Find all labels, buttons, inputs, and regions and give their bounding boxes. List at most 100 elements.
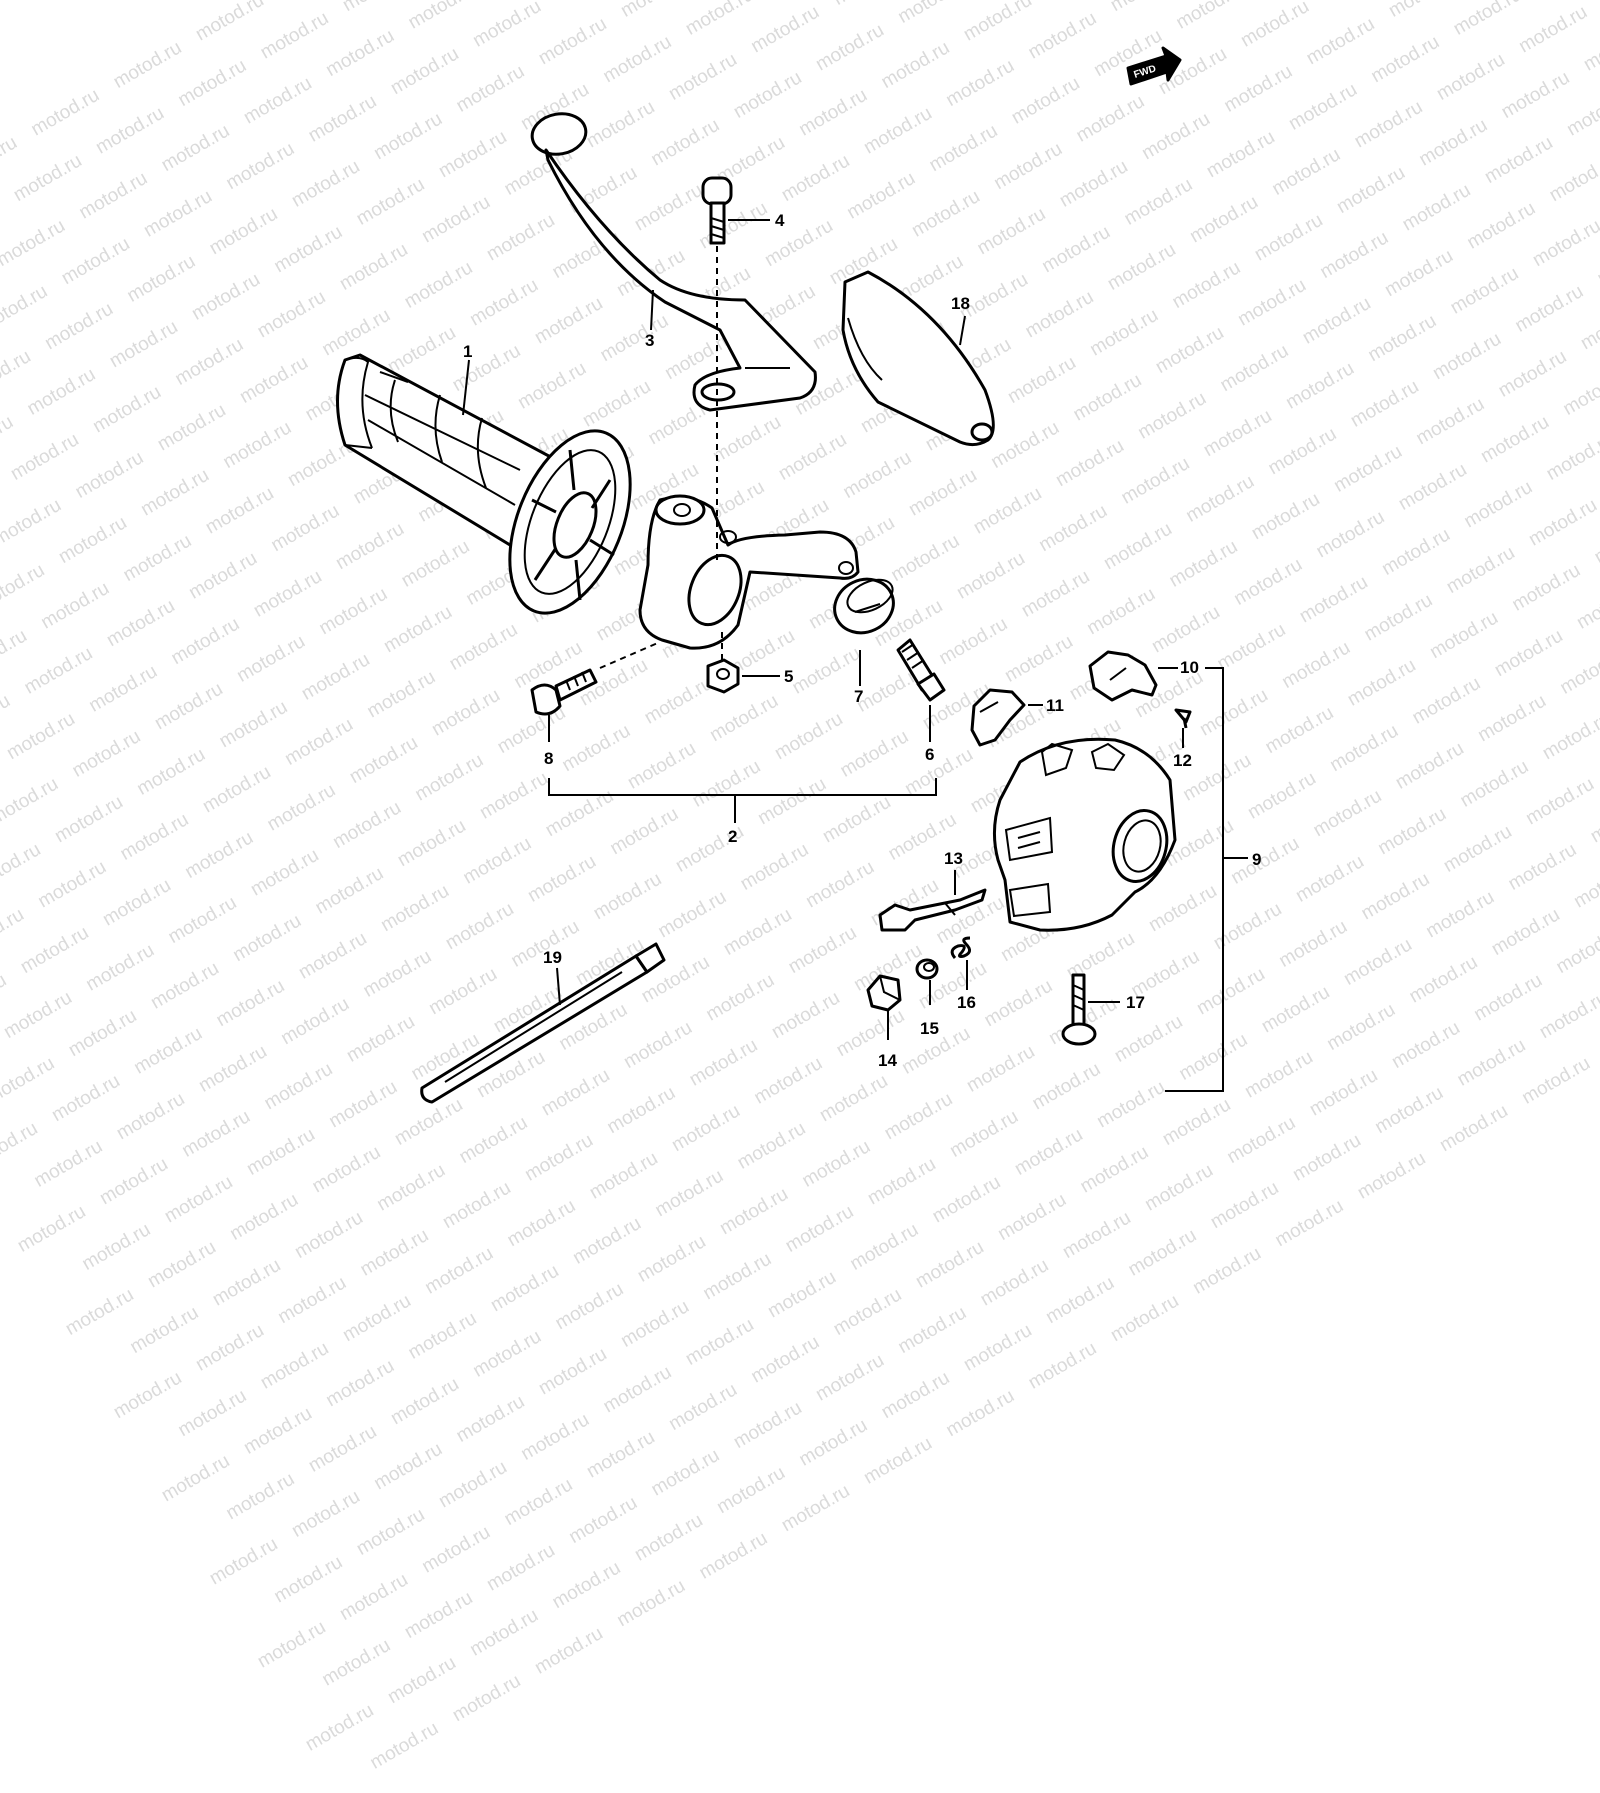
watermark-text: motod.ru bbox=[665, 1379, 741, 1435]
callout-12: 12 bbox=[1173, 751, 1192, 770]
callout-11: 11 bbox=[1046, 696, 1064, 715]
watermark-text: motod.ru bbox=[339, 1290, 415, 1347]
callout-6: 6 bbox=[925, 745, 935, 764]
watermark-text: motod.ru bbox=[942, 1385, 1019, 1442]
watermark-text: motod.ru bbox=[551, 1278, 628, 1335]
watermark-text: motod.ru bbox=[613, 1575, 689, 1632]
watermark-text: motod.ru bbox=[205, 1533, 282, 1590]
watermark-text: motod.ru bbox=[126, 1302, 203, 1358]
watermark-text: motod.ru bbox=[535, 1343, 611, 1400]
watermark-text: motod.ru bbox=[960, 1319, 1036, 1376]
watermark-text: motod.ru bbox=[487, 1260, 563, 1317]
watermark-text: motod.ru bbox=[301, 1699, 378, 1756]
watermark-text: motod.ru bbox=[569, 1212, 645, 1269]
adjuster-bolt-part bbox=[896, 638, 946, 702]
callout-4: 4 bbox=[775, 211, 785, 230]
watermark-text: motod.ru bbox=[531, 1622, 607, 1679]
watermark-text: motod.ru bbox=[565, 1492, 641, 1549]
watermark-text: motod.ru bbox=[253, 1616, 330, 1673]
watermark-text: motod.ru bbox=[469, 1326, 545, 1382]
switch-knob-10-part bbox=[1088, 650, 1158, 702]
watermark-text: motod.ru bbox=[1024, 1337, 1101, 1394]
spring-part bbox=[950, 936, 971, 959]
callout-8: 8 bbox=[544, 749, 554, 768]
watermark-text: motod.ru bbox=[583, 1426, 659, 1483]
contact-spring-part bbox=[878, 888, 987, 932]
watermark-text: motod.ru bbox=[304, 1421, 381, 1477]
callout-16: 16 bbox=[957, 993, 976, 1012]
callout-9: 9 bbox=[1252, 850, 1262, 869]
watermark-text: motod.ru bbox=[877, 1367, 954, 1424]
lever-holder-part bbox=[638, 494, 860, 650]
watermark-text: motod.ru bbox=[144, 1236, 220, 1293]
watermark-text: motod.ru bbox=[387, 1373, 463, 1430]
watermark-text: motod.ru bbox=[370, 1438, 446, 1495]
watermark-text: motod.ru bbox=[483, 1539, 559, 1596]
watermark-text: motod.ru bbox=[78, 1219, 155, 1275]
watermark-text: motod.ru bbox=[322, 1355, 398, 1412]
callout-19: 19 bbox=[543, 948, 562, 967]
lever-cover-part bbox=[841, 270, 995, 447]
watermark-text: motod.ru bbox=[256, 1337, 333, 1394]
screw-12-part bbox=[1174, 708, 1192, 729]
watermark-text: motod.ru bbox=[500, 1474, 577, 1530]
watermark-text: motod.ru bbox=[695, 1527, 772, 1584]
callout-1: 1 bbox=[463, 342, 473, 361]
watermark-text: motod.ru bbox=[400, 1587, 477, 1644]
watermark-text: motod.ru bbox=[829, 1284, 906, 1340]
watermark-text: motod.ru bbox=[288, 1486, 364, 1542]
watermark-text: motod.ru bbox=[548, 1557, 625, 1614]
switch-piece-part bbox=[866, 974, 902, 1012]
watermark-text: motod.ru bbox=[795, 1414, 872, 1471]
watermark-text: motod.ru bbox=[730, 1397, 806, 1454]
watermark-text: motod.ru bbox=[912, 1236, 988, 1293]
callout-7: 7 bbox=[854, 687, 864, 706]
nut-part bbox=[706, 658, 740, 694]
callout-5: 5 bbox=[784, 667, 794, 686]
watermark-text: motod.ru bbox=[647, 1444, 724, 1501]
watermark-text: motod.ru bbox=[109, 1367, 186, 1424]
watermark-text: motod.ru bbox=[634, 1231, 710, 1287]
leader-lines bbox=[462, 219, 1248, 1092]
pivot-bolt-part bbox=[701, 176, 733, 245]
diagram-drawing: FWD bbox=[336, 46, 1248, 1104]
watermark-text: motod.ru bbox=[812, 1349, 888, 1406]
watermark-text: motod.ru bbox=[157, 1450, 234, 1507]
watermark-text: motod.ru bbox=[747, 1331, 824, 1388]
watermark-text: motod.ru bbox=[713, 1462, 789, 1519]
watermark-text: motod.ru bbox=[778, 1480, 854, 1537]
watermark-text: motod.ru bbox=[435, 1456, 511, 1513]
watermark-text: motod.ru bbox=[781, 1201, 858, 1257]
watermark-text: motod.ru bbox=[466, 1604, 542, 1661]
callout-15: 15 bbox=[920, 1019, 939, 1038]
cable-band-part bbox=[420, 942, 666, 1104]
watermark-text: motod.ru bbox=[240, 1402, 316, 1459]
watermark-text: motod.ru bbox=[61, 1284, 138, 1340]
watermark-text: motod.ru bbox=[894, 1302, 971, 1359]
callout-3: 3 bbox=[645, 331, 655, 350]
grip-part bbox=[336, 353, 632, 615]
watermark-text: motod.ru bbox=[764, 1266, 840, 1323]
watermark-text: motod.ru bbox=[13, 1201, 90, 1257]
watermark-text: motod.ru bbox=[1124, 1224, 1201, 1281]
watermark-text: motod.ru bbox=[384, 1652, 460, 1709]
watermark-text: motod.ru bbox=[366, 1717, 443, 1774]
watermark-text: motod.ru bbox=[418, 1521, 494, 1578]
watermark-text: motod.ru bbox=[1059, 1207, 1135, 1264]
watermark-text: motod.ru bbox=[336, 1569, 412, 1625]
watermark-text: motod.ru bbox=[208, 1254, 285, 1311]
lever-part bbox=[530, 112, 817, 412]
watermark-text: motod.ru bbox=[860, 1432, 936, 1489]
assembly-lines bbox=[599, 246, 723, 669]
watermark-text: motod.ru bbox=[356, 1224, 433, 1281]
bolt-part bbox=[530, 668, 598, 716]
switch-knob-11-part bbox=[970, 688, 1026, 747]
fwd-arrow-icon: FWD bbox=[1126, 46, 1182, 86]
watermark-text: motod.ru bbox=[599, 1361, 676, 1418]
callout-2: 2 bbox=[728, 827, 738, 846]
watermark-text: motod.ru bbox=[682, 1314, 758, 1370]
watermark-text: motod.ru bbox=[421, 1242, 497, 1299]
watermark-text: motod.ru bbox=[1189, 1242, 1265, 1299]
cover-part bbox=[833, 577, 895, 635]
